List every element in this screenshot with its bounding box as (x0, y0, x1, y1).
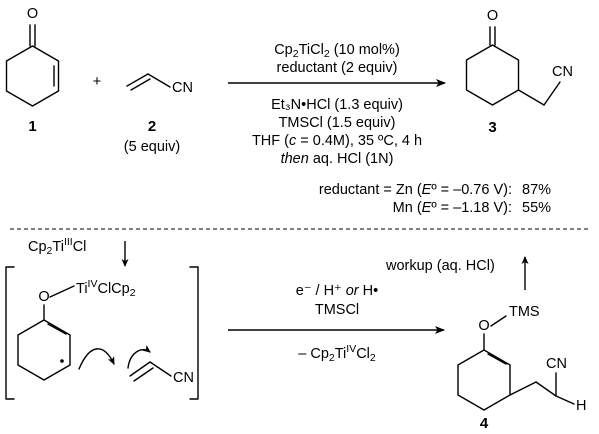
compound-2-nitrile: CN (172, 80, 193, 96)
ti3-reagent-label: Cp2TiIIICl (28, 236, 87, 257)
compound-3-oxygen: O (486, 8, 499, 24)
compound-4-tms: TMS (509, 304, 540, 320)
compound-4-hydrogen: H (576, 398, 587, 414)
curved-arrow-radical (78, 348, 115, 370)
curved-arrow-alkene (127, 345, 151, 369)
amine-salt-condition: Et₃N•HCl (1.3 equiv) (271, 97, 403, 113)
compound-4-structure (457, 315, 575, 411)
plus-sign: + (92, 74, 102, 90)
mn-yield: 55% (522, 200, 552, 216)
mechanism-nitrile: CN (173, 370, 194, 386)
ti4-label: TiIVClCp2 (76, 278, 136, 299)
compound-3-nitrile: CN (552, 64, 573, 80)
catalyst-condition: Cp2TiCl2 (10 mol%) (274, 42, 400, 60)
bracket-right (189, 266, 199, 400)
compound-1-oxygen: O (26, 6, 39, 22)
tmscl-condition: TMSCl (1.5 equiv) (278, 115, 396, 131)
ti4-byproduct-label: – Cp2TiIVCl2 (298, 343, 376, 364)
compound-4-nitrile: CN (546, 356, 567, 372)
compound-2-equiv: (5 equiv) (123, 139, 181, 155)
solvent-condition: THF (c = 0.4M), 35 ºC, 4 h (251, 133, 423, 149)
bracket-left (5, 266, 15, 400)
mechanism-acrylonitrile-structure (129, 361, 172, 382)
intermediate-oxygen: O (38, 289, 50, 305)
compound-2-number: 2 (147, 118, 157, 135)
hat-step-label: e⁻ / H⁺ or H• (295, 283, 379, 299)
compound-3-number: 3 (488, 119, 497, 136)
mechanism-tmscl-label: TMSCl (314, 302, 360, 318)
zn-yield: 87% (522, 182, 552, 198)
workup-condition: then aq. HCl (1N) (280, 151, 394, 167)
compound-4-number: 4 (479, 415, 489, 432)
compound-4-oxygen: O (478, 318, 490, 334)
zn-reductant-label: reductant = Zn (Eº = –0.76 V): (318, 182, 512, 198)
reductant-condition: reductant (2 equiv) (276, 60, 398, 76)
compound-1-number: 1 (28, 118, 37, 135)
mn-reductant-label: Mn (Eº = –1.18 V): (392, 200, 512, 216)
compound-2-structure (126, 73, 171, 91)
compound-1-structure (5, 24, 60, 107)
radical-intermediate-structure (17, 285, 75, 381)
compound-3-structure (465, 26, 561, 106)
workup-label: workup (aq. HCl) (386, 258, 495, 274)
